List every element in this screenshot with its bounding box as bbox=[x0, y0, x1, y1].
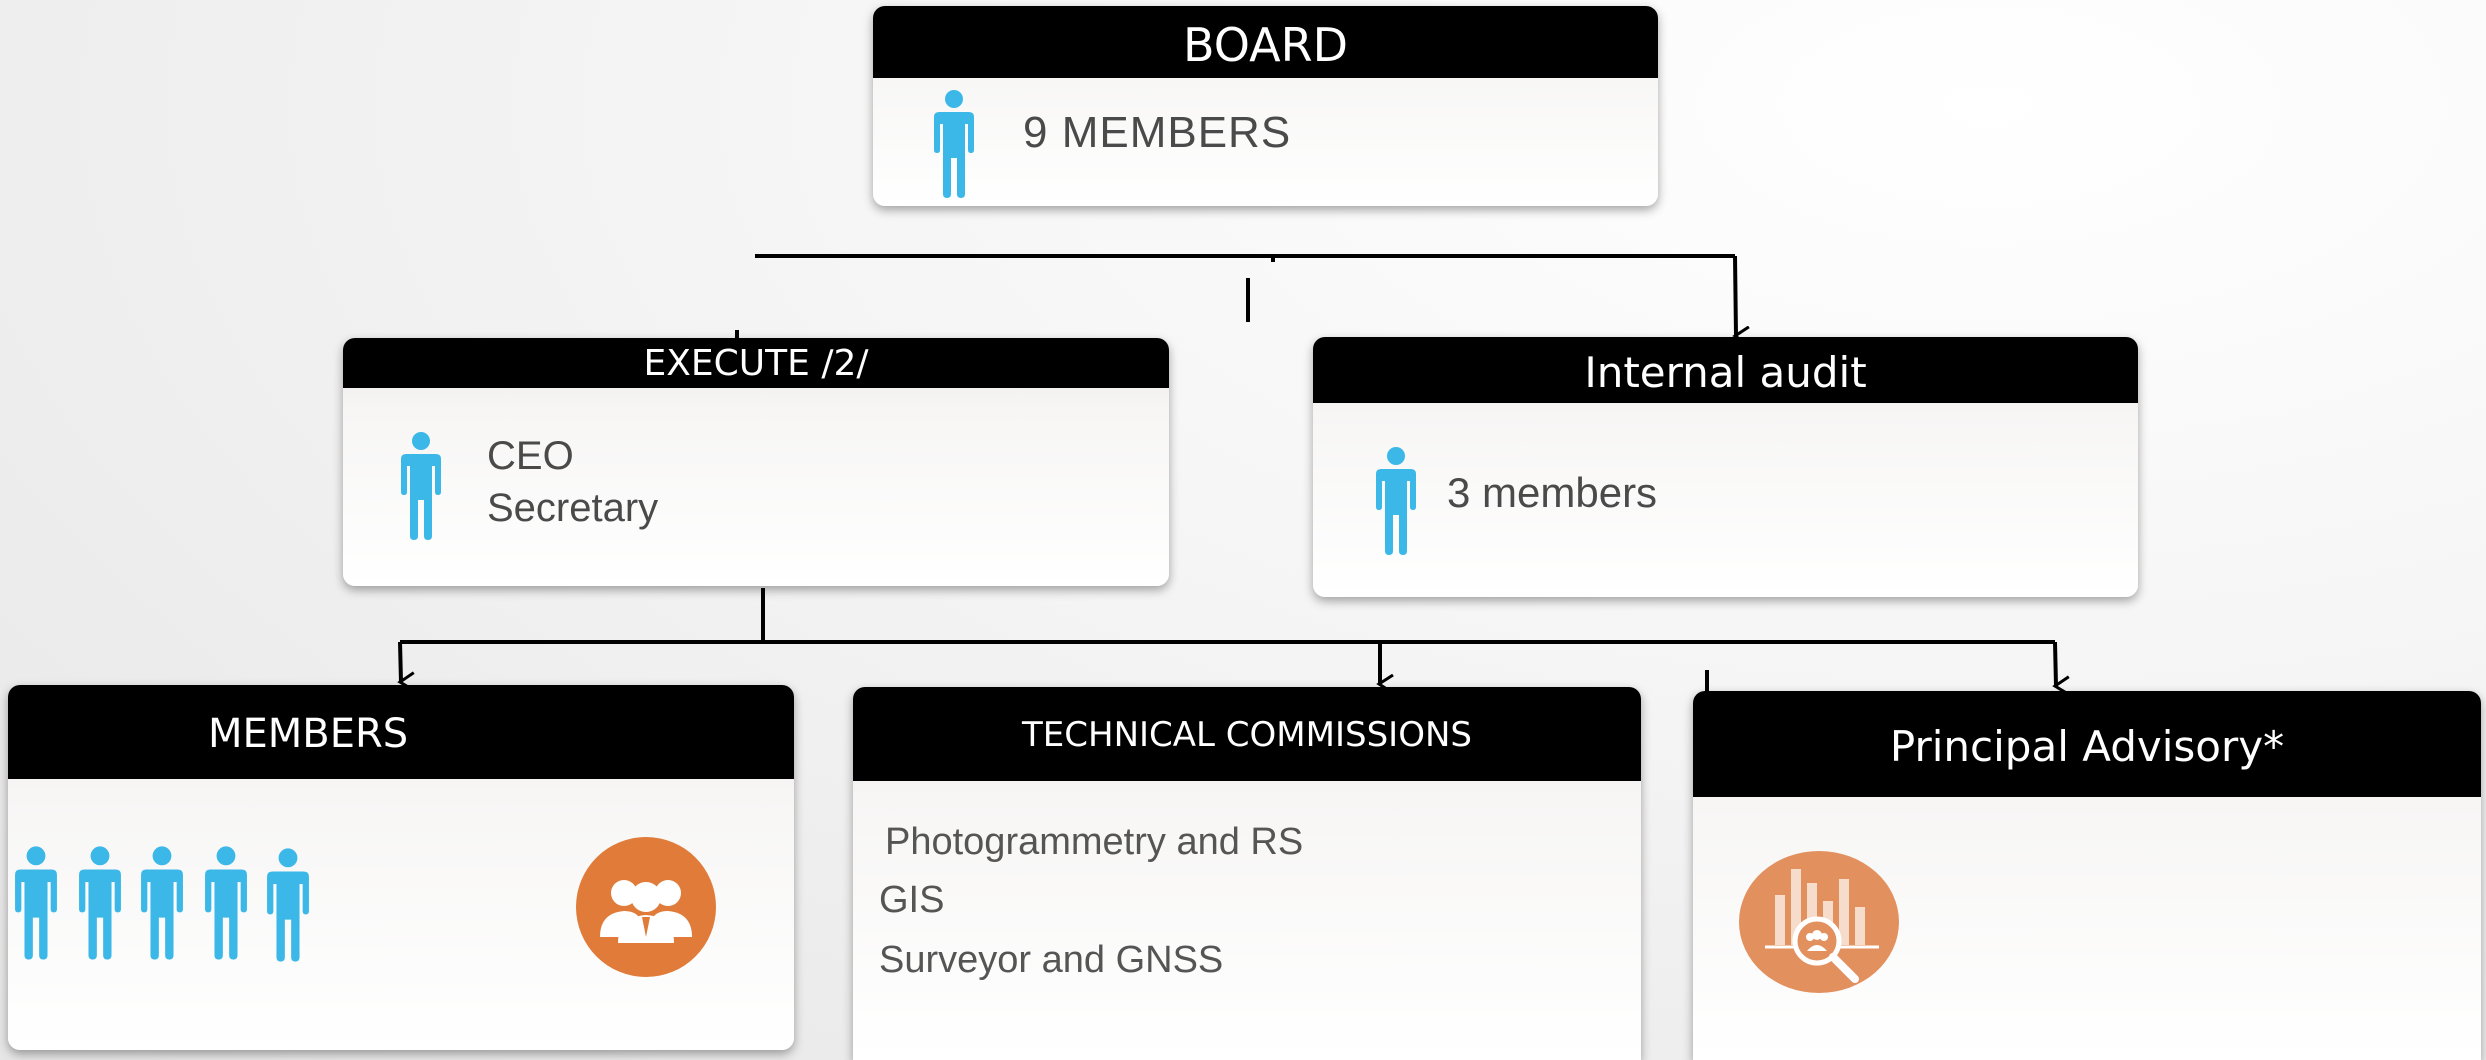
execute-title: EXECUTE /2/ bbox=[343, 338, 1169, 388]
person-icon bbox=[934, 90, 974, 198]
person-icon bbox=[141, 846, 183, 960]
group-icon bbox=[576, 837, 716, 977]
board-title: BOARD bbox=[873, 6, 1658, 78]
analytics-search-icon bbox=[1739, 851, 1899, 993]
technical-commissions-card: TECHNICAL COMMISSIONS Photogrammetry and… bbox=[853, 687, 1641, 1060]
internal-audit-title: Internal audit bbox=[1313, 337, 2138, 403]
members-card: MEMBERS bbox=[8, 685, 794, 1050]
board-members-count: 9 MEMBERS bbox=[1023, 108, 1292, 157]
members-title: MEMBERS bbox=[8, 685, 794, 779]
commission-item: Surveyor and GNSS bbox=[879, 939, 1224, 981]
technical-commissions-title: TECHNICAL COMMISSIONS bbox=[853, 687, 1641, 781]
person-icon bbox=[401, 432, 441, 540]
person-icon bbox=[79, 846, 121, 960]
person-icon bbox=[205, 846, 247, 960]
person-icon bbox=[15, 846, 57, 960]
execute-card: EXECUTE /2/ CEO Secretary bbox=[343, 338, 1169, 586]
execute-line-secretary: Secretary bbox=[487, 486, 659, 530]
board-card: BOARD 9 MEMBERS bbox=[873, 6, 1658, 206]
person-icon bbox=[1376, 447, 1416, 555]
execute-line-ceo: CEO bbox=[487, 434, 574, 478]
commission-item: Photogrammetry and RS bbox=[885, 821, 1304, 863]
internal-audit-card: Internal audit 3 members bbox=[1313, 337, 2138, 597]
commission-item: GIS bbox=[879, 879, 945, 921]
internal-audit-members: 3 members bbox=[1447, 469, 1658, 516]
person-icon bbox=[267, 848, 309, 962]
principal-advisory-card: Principal Advisory* bbox=[1693, 691, 2481, 1060]
principal-advisory-title: Principal Advisory* bbox=[1693, 691, 2481, 797]
